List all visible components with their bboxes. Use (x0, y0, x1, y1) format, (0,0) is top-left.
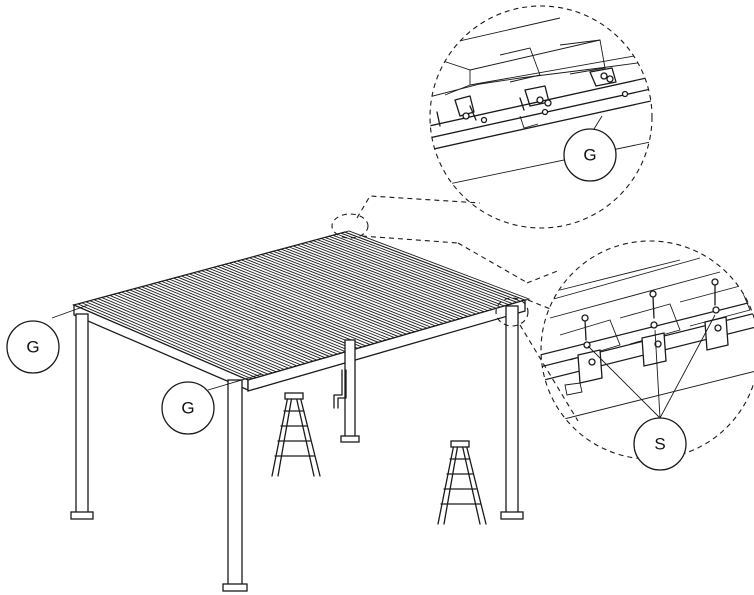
leader-detail-s (587, 314, 716, 419)
callout-label: S (654, 434, 665, 453)
callout-label: G (181, 398, 194, 417)
front-right-beam (247, 299, 526, 392)
callout-label: G (26, 337, 39, 356)
roof-louvres (72, 230, 531, 381)
post-front-center (222, 379, 248, 592)
callout-left-g: G (6, 320, 60, 374)
zoom-marker-right (495, 297, 529, 327)
callout-label: G (583, 145, 596, 164)
detail-circle-top (429, 5, 653, 229)
post-front-right (500, 305, 524, 520)
louvre-slat (343, 230, 531, 301)
pergola (70, 230, 531, 592)
leader-front-g (207, 373, 263, 391)
zoom-marker-back (331, 213, 369, 239)
leader-left-g (51, 304, 89, 319)
callout-front-g: G (161, 381, 215, 435)
zoom-guides (331, 195, 579, 422)
post-back (340, 339, 360, 443)
callout-detail-g: G (563, 128, 617, 182)
ladder-left (271, 392, 321, 477)
crank-handle (333, 369, 347, 409)
callout-detail-s: S (633, 417, 687, 471)
post-front-left (70, 313, 94, 520)
ladder-right (437, 440, 487, 525)
